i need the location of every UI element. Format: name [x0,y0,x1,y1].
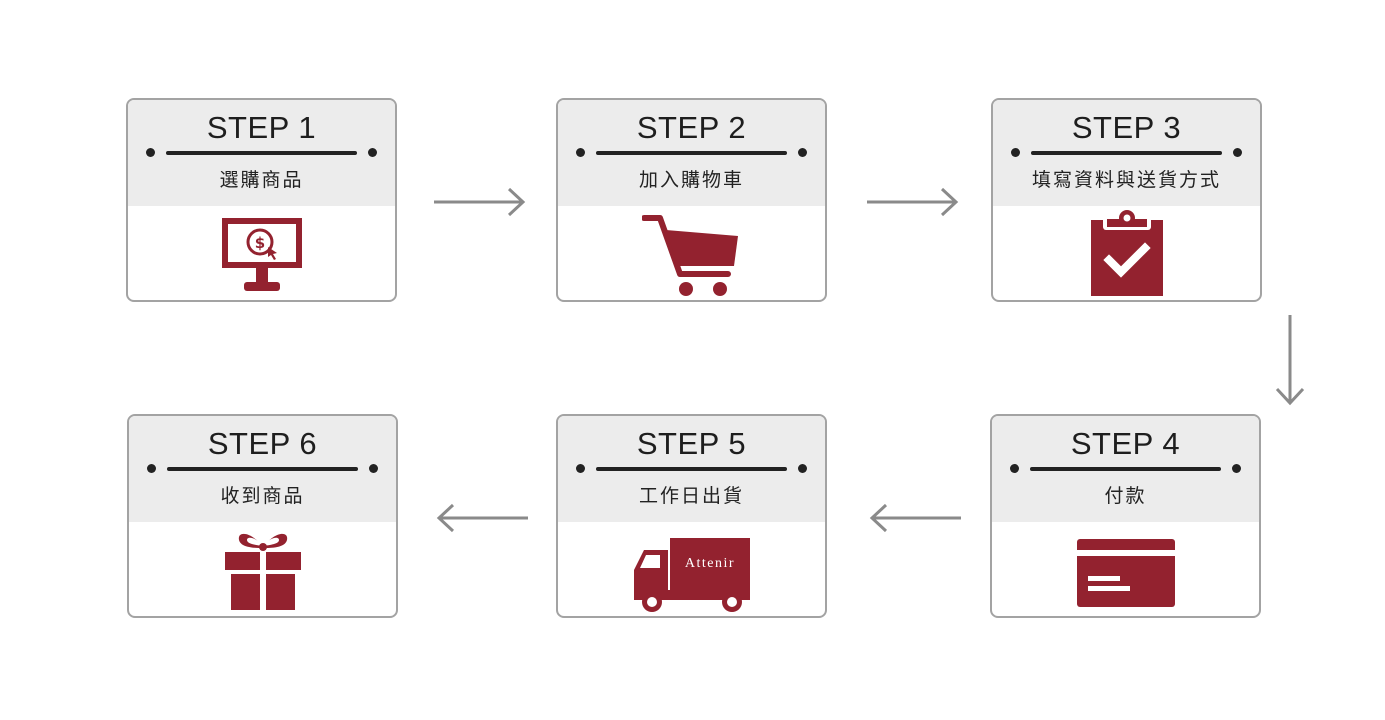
step-5-header: STEP 5 工作日出貨 [558,416,825,522]
arrow-left-icon [436,503,528,533]
step-4-card: STEP 4 付款 [990,414,1261,618]
divider-dot-right [798,464,807,473]
divider-dot-left [147,464,156,473]
step-2-card: STEP 2 加入購物車 [556,98,827,302]
divider-dot-right [369,464,378,473]
gift-box-icon [224,533,301,610]
divider-dot-right [1232,464,1241,473]
step-1-title: STEP 1 [206,110,317,145]
step-3-header: STEP 3 填寫資料與送貨方式 [993,100,1260,206]
divider-dot-left [576,464,585,473]
arrow-left-icon [869,503,961,533]
divider-line [1030,467,1221,471]
step-6-card: STEP 6 收到商品 [127,414,398,618]
step-1-header: STEP 1 選購商品 [128,100,395,206]
step-2-label: 加入購物車 [638,169,744,191]
step-3-card: STEP 3 填寫資料與送貨方式 [991,98,1262,302]
step-6-label: 收到商品 [220,485,305,507]
truck-brand-text: Attenir [684,556,734,571]
divider-line [596,467,787,471]
arrow-down-icon [1275,315,1305,406]
step-5-card: STEP 5 工作日出貨 Attenir [556,414,827,618]
divider-dot-right [1233,148,1242,157]
shopping-cart-icon [641,215,738,296]
divider-dot-left [146,148,155,157]
step-2-header: STEP 2 加入購物車 [558,100,825,206]
divider-line [596,151,787,155]
step-6-header: STEP 6 收到商品 [129,416,396,522]
step-6-title: STEP 6 [207,426,318,461]
step-4-header: STEP 4 付款 [992,416,1259,522]
credit-card-icon [1076,539,1175,607]
divider-dot-left [1010,464,1019,473]
divider-line [1031,151,1222,155]
divider-dot-left [1011,148,1020,157]
delivery-truck-icon: Attenir [633,538,750,612]
step-2-title: STEP 2 [636,110,747,145]
divider-dot-left [576,148,585,157]
step-5-label: 工作日出貨 [638,485,744,507]
arrow-right-icon [867,187,959,217]
arrow-right-icon [434,187,526,217]
divider-dot-right [368,148,377,157]
step-1-card: STEP 1 選購商品 $ [126,98,397,302]
step-5-title: STEP 5 [636,426,747,461]
step-4-title: STEP 4 [1070,426,1181,461]
divider-line [167,467,358,471]
divider-line [166,151,357,155]
divider-dot-right [798,148,807,157]
svg-text:$: $ [254,234,264,252]
step-3-title: STEP 3 [1071,110,1182,145]
step-3-label: 填寫資料與送貨方式 [1031,169,1221,191]
clipboard-check-icon [1090,210,1163,296]
step-4-label: 付款 [1104,485,1147,507]
step-1-label: 選購商品 [219,169,304,191]
monitor-dollar-icon: $ [221,218,302,291]
